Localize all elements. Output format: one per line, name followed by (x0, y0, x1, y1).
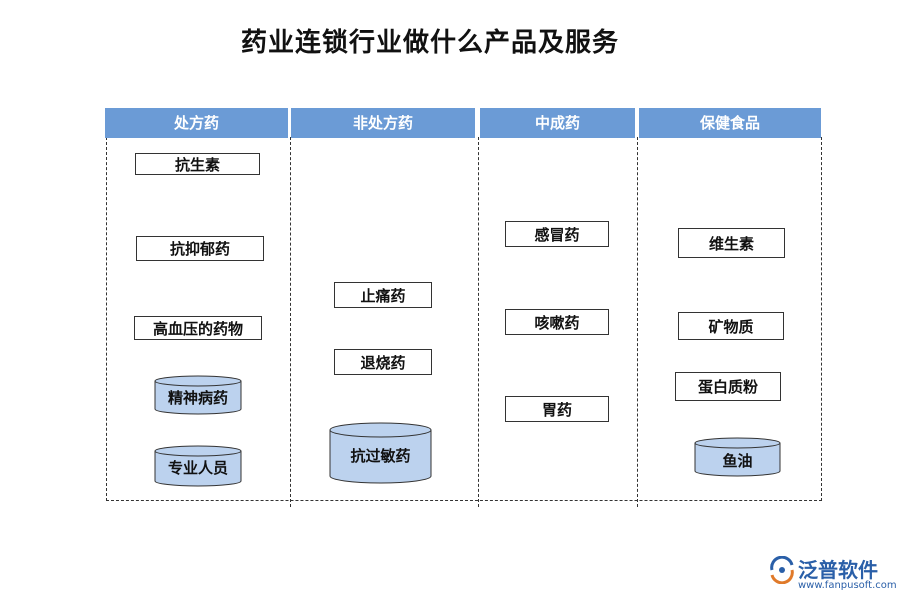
column-divider (637, 137, 638, 507)
item-box: 退烧药 (334, 349, 432, 375)
item-box: 胃药 (505, 396, 609, 422)
brand-logo: 泛普软件 www.fanpusoft.com (768, 552, 897, 598)
item-box: 抗生素 (135, 153, 260, 175)
column-divider (290, 137, 291, 507)
item-box: 咳嗽药 (505, 309, 609, 335)
diagram-frame (106, 137, 822, 501)
brand-name: 泛普软件 (798, 558, 878, 582)
item-cylinder-label: 鱼油 (722, 452, 753, 470)
item-box: 止痛药 (334, 282, 432, 308)
item-cylinder-label: 抗过敏药 (350, 447, 411, 465)
column-header-chinese-patent: 中成药 (480, 108, 635, 138)
item-cylinder: 专业人员 (154, 445, 242, 487)
cylinder-shape (329, 422, 432, 484)
cylinder-shape (154, 375, 242, 415)
item-box: 蛋白质粉 (675, 372, 781, 401)
column-header-otc: 非处方药 (291, 108, 475, 138)
item-box: 高血压的药物 (134, 316, 262, 340)
item-cylinder: 抗过敏药 (329, 422, 432, 484)
item-cylinder-label: 专业人员 (167, 459, 228, 477)
item-box: 感冒药 (505, 221, 609, 247)
column-divider (478, 137, 479, 507)
item-cylinder-label: 精神病药 (167, 389, 228, 407)
brand-url: www.fanpusoft.com (798, 580, 897, 591)
diagram-title: 药业连锁行业做什么产品及服务 (240, 28, 619, 58)
cylinder-shape (154, 445, 242, 487)
item-box: 维生素 (678, 228, 785, 258)
item-box: 矿物质 (678, 312, 784, 340)
item-box: 抗抑郁药 (136, 236, 264, 261)
item-cylinder: 鱼油 (694, 437, 781, 477)
fanpu-logo-icon (770, 556, 794, 584)
cylinder-shape (694, 437, 781, 477)
column-header-health-food: 保健食品 (639, 108, 821, 138)
column-header-prescription: 处方药 (105, 108, 288, 138)
item-cylinder: 精神病药 (154, 375, 242, 415)
